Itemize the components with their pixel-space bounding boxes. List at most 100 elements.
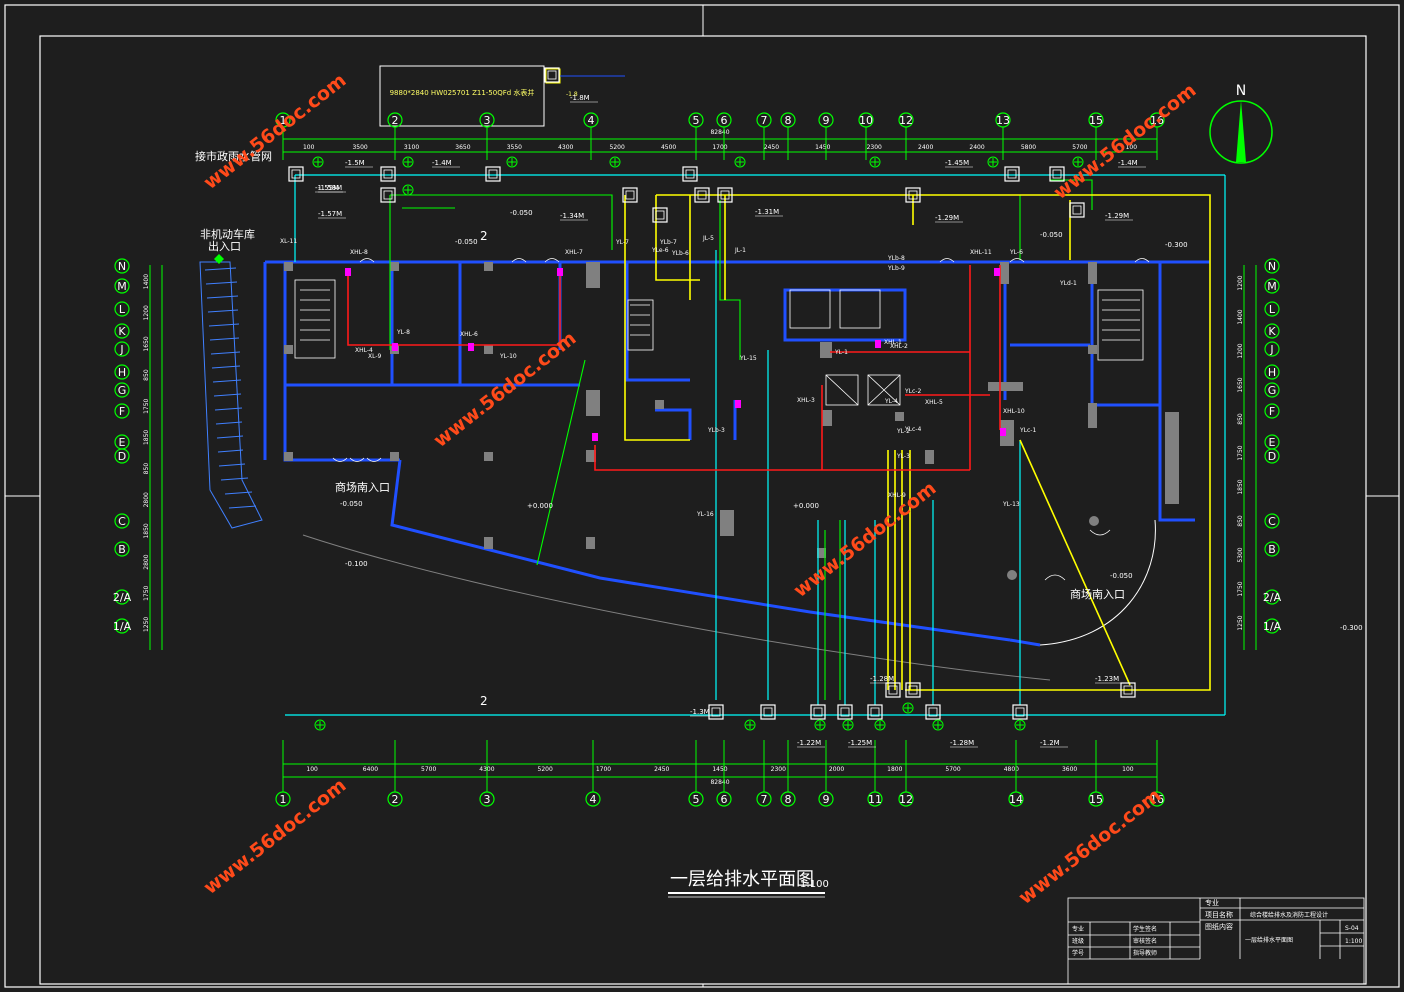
level-label: +0.000 xyxy=(793,502,819,510)
elevation-label: -1.34M xyxy=(560,212,584,220)
grid-label: 1 xyxy=(280,793,287,806)
grid-label: 15 xyxy=(1089,793,1103,806)
valve-marker xyxy=(1072,156,1084,168)
pipe-label: YLb-3 xyxy=(707,427,725,434)
dim-label: 1250 xyxy=(1237,615,1244,630)
watermark-text: www.56doc.com xyxy=(200,774,351,899)
grid-left-axis-H: H xyxy=(114,364,130,380)
well-marker xyxy=(682,166,698,182)
dimension-lines xyxy=(149,138,1257,778)
floor-levels: -0.050-0.050+0.000+0.000-0.100-0.050-0.3… xyxy=(340,209,1363,632)
elevation-label: -1.28M xyxy=(870,675,894,683)
tb-content: 一层给排水平面图 xyxy=(1245,936,1293,944)
grid-label: 7 xyxy=(761,793,768,806)
grid-top-axis-9: 9 xyxy=(818,112,834,128)
grid-label: 13 xyxy=(996,114,1010,127)
dim-label: 5700 xyxy=(421,766,436,773)
grid-label: 9 xyxy=(823,114,830,127)
grid-label: 8 xyxy=(785,114,792,127)
valve-marker xyxy=(869,156,881,168)
pipe-label: YLc-2 xyxy=(904,388,921,395)
elevation-label: -1.28M xyxy=(950,739,974,747)
valve-marker xyxy=(402,184,414,196)
dim-label: 5300 xyxy=(1237,547,1244,562)
dim-label: 850 xyxy=(143,463,150,475)
dim-label: 4500 xyxy=(661,144,676,151)
dim-label: 1800 xyxy=(887,766,902,773)
grid-bottom-axis-3: 3 xyxy=(479,791,495,807)
pipe-label: YLb-9 xyxy=(887,265,905,272)
grid-right-axis-J: J xyxy=(1264,341,1280,357)
grid-label: C xyxy=(1268,515,1276,528)
pipe-label: YLd-1 xyxy=(1059,280,1077,287)
tb-no: S-04 xyxy=(1345,925,1359,932)
valve-marker xyxy=(842,719,854,731)
valve-marker xyxy=(744,719,756,731)
dim-label: 1400 xyxy=(1237,309,1244,324)
grid-label: 2/A xyxy=(113,591,132,604)
well-marker xyxy=(1004,166,1020,182)
elevation-label: -1.29M xyxy=(935,214,959,222)
grid-label: 10 xyxy=(859,114,873,127)
grid-left-axis-L: L xyxy=(114,301,130,317)
label-south-entrance: 商场南入口 xyxy=(335,480,390,494)
grid-label: C xyxy=(118,515,126,528)
grid-bottom-axis-2: 2 xyxy=(387,791,403,807)
pipe-label: YLb-8 xyxy=(887,255,905,262)
grid-top-axis-13: 13 xyxy=(995,112,1011,128)
elevation-label: -1.58M xyxy=(318,184,342,192)
dim-label: 1650 xyxy=(143,336,150,351)
grid-right-axis-F: F xyxy=(1264,403,1280,419)
dim-label: 2450 xyxy=(654,766,669,773)
stair-core xyxy=(294,279,1144,406)
pipe-label: XHL-5 xyxy=(925,399,943,406)
dim-label: 3600 xyxy=(1062,766,1077,773)
grid-label: J xyxy=(119,343,123,356)
watermark-text: www.56doc.com xyxy=(1050,79,1201,204)
grid-label: J xyxy=(1269,343,1273,356)
well-marker xyxy=(867,704,883,720)
tb-left-role-1: 班级 xyxy=(1072,937,1084,945)
grid-left-axis-J: J xyxy=(114,341,130,357)
wall-seg xyxy=(1009,638,1041,647)
elevation-label: -1.5M xyxy=(345,159,365,167)
grid-left-axis-B: B xyxy=(114,541,130,557)
dim-label: 100 xyxy=(1126,144,1138,151)
pipe-label: YL-13 xyxy=(1002,501,1020,508)
dim-label: 3100 xyxy=(404,144,419,151)
well-marker xyxy=(925,704,941,720)
level-label: -0.050 xyxy=(1110,572,1133,580)
valve-marker xyxy=(312,156,324,168)
level-label: -0.050 xyxy=(340,500,363,508)
grid-label: 3 xyxy=(484,793,491,806)
level-label: -0.100 xyxy=(345,560,368,568)
cyan-pipes xyxy=(285,174,1226,716)
pipe-label: XHL-10 xyxy=(1003,408,1025,415)
valve-marker xyxy=(734,156,746,168)
red-pipes xyxy=(347,265,1001,471)
well-marker xyxy=(694,187,710,203)
grid-label: 12 xyxy=(899,114,913,127)
elevation-label: -1.4M xyxy=(1118,159,1138,167)
valve-marker xyxy=(814,719,826,731)
dim-label: 4300 xyxy=(558,144,573,151)
dim-label: 1700 xyxy=(712,144,727,151)
grid-bottom-axis-1: 1 xyxy=(275,791,291,807)
sheet-frame xyxy=(4,4,1400,988)
grid-label: K xyxy=(1268,325,1276,338)
well-marker xyxy=(622,187,638,203)
dim-label: 850 xyxy=(143,369,150,381)
grid-label: 12 xyxy=(899,793,913,806)
grid-top-axis-12: 12 xyxy=(898,112,914,128)
dim-label: 1200 xyxy=(1237,275,1244,290)
grid-label: 2 xyxy=(392,114,399,127)
dim-label: 100 xyxy=(306,766,318,773)
grid-right-axis-G: G xyxy=(1264,382,1280,398)
grid-label: D xyxy=(118,450,126,463)
label-bike-garage-1: 非机动车库 xyxy=(200,227,255,241)
grid-bottom-axis-5: 5 xyxy=(688,791,704,807)
